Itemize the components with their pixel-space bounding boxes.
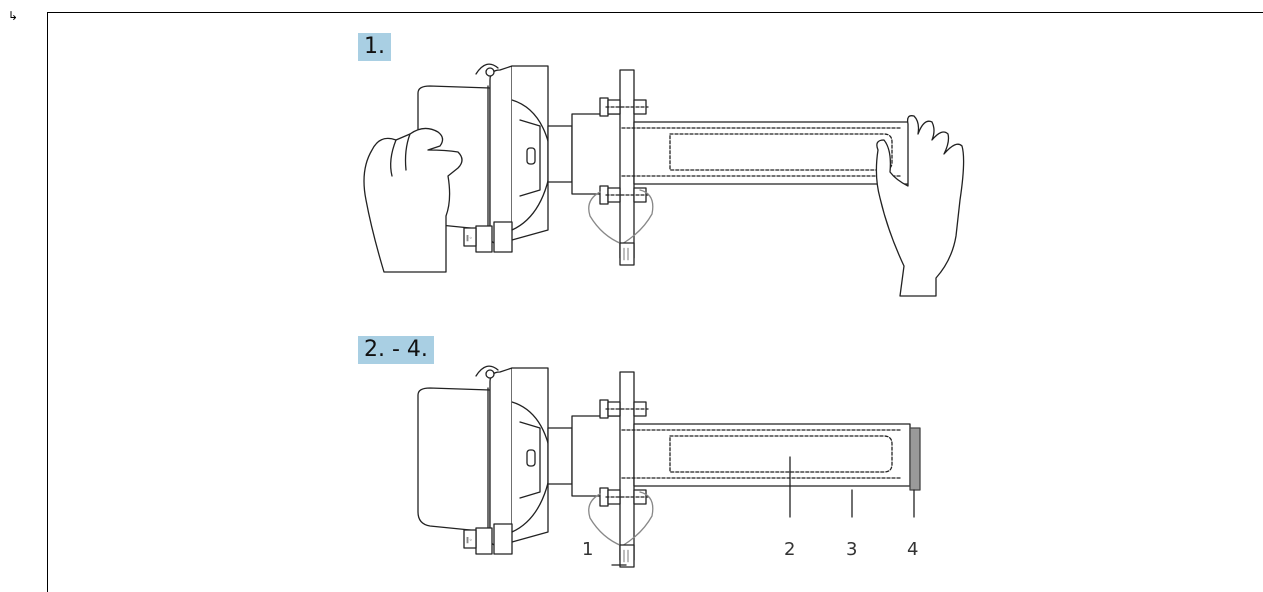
right-hand-icon — [875, 115, 965, 297]
step-2-4-illustration — [417, 365, 921, 568]
callout-1: 1 — [582, 539, 594, 560]
left-hand-icon — [363, 127, 463, 273]
callout-4: 4 — [907, 539, 919, 560]
step-2-4-badge: 2. - 4. — [358, 336, 434, 364]
frame-top-border — [47, 12, 1263, 13]
callout-2: 2 — [784, 539, 796, 560]
result-arrow-icon: ↳ — [8, 9, 19, 23]
step-1-badge: 1. — [358, 33, 391, 61]
callout-3: 3 — [846, 539, 858, 560]
step-1-illustration — [363, 63, 965, 297]
frame-left-border — [47, 12, 48, 592]
